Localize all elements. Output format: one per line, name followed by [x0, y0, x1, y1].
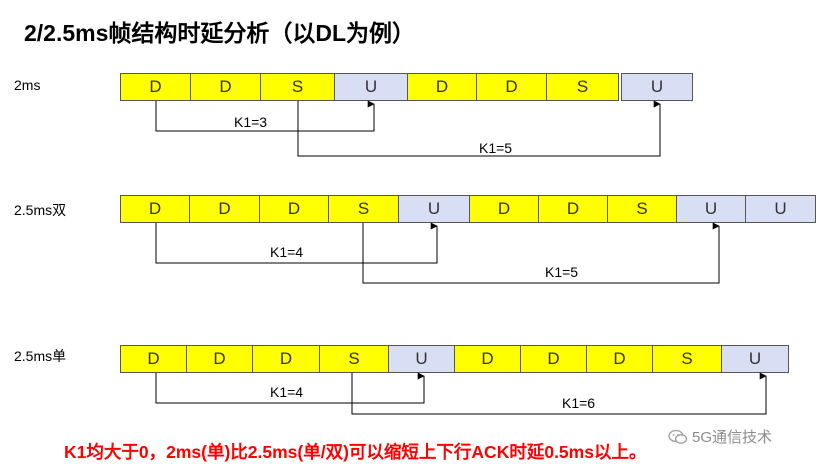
- row-label-2-5ms-dual: 2.5ms双: [14, 202, 67, 218]
- slot: S: [328, 195, 399, 223]
- k1-label: K1=4: [270, 384, 303, 400]
- page-title: 2/2.5ms帧结构时延分析（以DL为例）: [24, 20, 416, 46]
- slot: D: [120, 195, 190, 223]
- arrow-2-5ms-dual-k1-4: [155, 222, 438, 264]
- slot: S: [546, 73, 619, 101]
- slot: S: [319, 345, 389, 373]
- slot: D: [252, 345, 320, 373]
- slot: D: [190, 73, 261, 101]
- slot: D: [538, 195, 608, 223]
- slot: D: [469, 195, 539, 223]
- row-label-2ms: 2ms: [14, 77, 41, 93]
- k1-label: K1=5: [479, 140, 512, 156]
- slot: D: [520, 345, 587, 373]
- slot: U: [721, 345, 789, 373]
- arrow-2-5ms-dual-k1-5: [362, 222, 720, 284]
- frame-2-5ms-single: D D D S U D D D S U: [120, 345, 789, 373]
- arrow-2ms-k1-5: [297, 100, 661, 157]
- frame-2ms: D D S U D D S U: [120, 73, 693, 101]
- slot: U: [334, 73, 408, 101]
- slot: D: [186, 345, 253, 373]
- arrow-2-5ms-single-k1-6: [351, 372, 767, 415]
- conclusion-text: K1均大于0，2ms(单)比2.5ms(单/双)可以缩短上下行ACK时延0.5m…: [64, 442, 647, 462]
- slot: D: [476, 73, 547, 101]
- slot: D: [407, 73, 477, 101]
- slot: D: [120, 73, 191, 101]
- k1-label: K1=6: [562, 395, 595, 411]
- row-label-2-5ms-single: 2.5ms单: [14, 348, 67, 364]
- k1-label: K1=5: [545, 264, 578, 280]
- slot: U: [621, 73, 693, 101]
- slot: U: [745, 195, 816, 223]
- slot: S: [607, 195, 677, 223]
- slot: S: [652, 345, 722, 373]
- watermark: 5G通信技术: [668, 426, 772, 447]
- slot: D: [259, 195, 329, 223]
- arrow-2-5ms-single-k1-4: [155, 372, 425, 404]
- k1-label: K1=3: [234, 114, 267, 130]
- watermark-text: 5G通信技术: [692, 429, 773, 446]
- arrow-2ms-k1-3: [155, 100, 375, 132]
- wechat-icon: [668, 429, 688, 444]
- slot: D: [586, 345, 653, 373]
- k1-label: K1=4: [270, 244, 303, 260]
- frame-2-5ms-dual: D D D S U D D S U U: [120, 195, 816, 223]
- slot: D: [454, 345, 521, 373]
- slot: D: [120, 345, 187, 373]
